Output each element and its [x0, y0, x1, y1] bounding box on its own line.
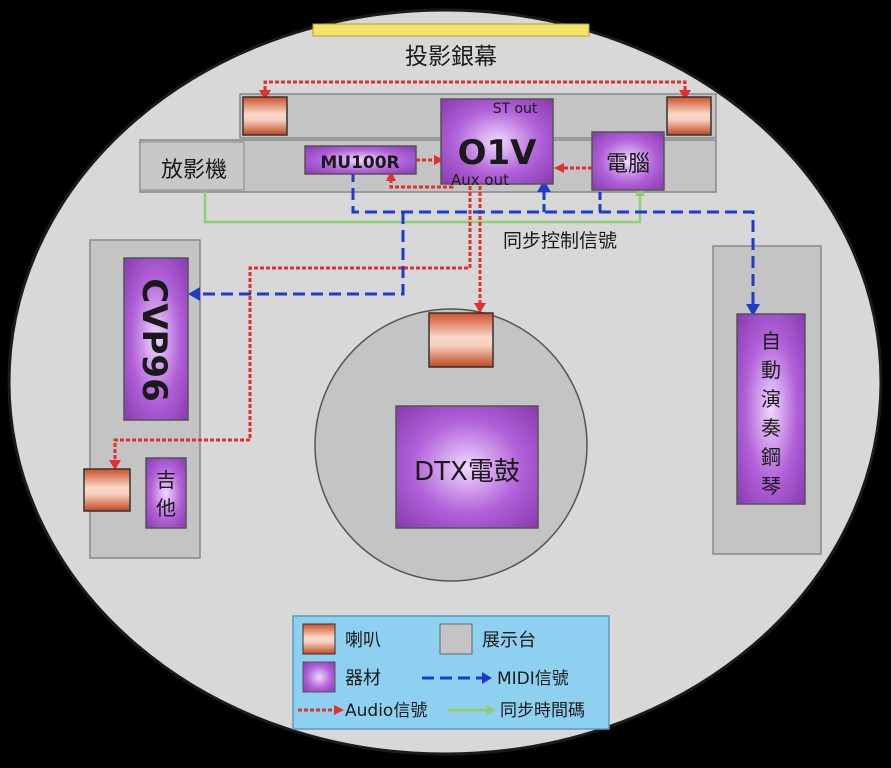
- midi-line-piano: [351, 170, 755, 308]
- aux-out-label: Aux out: [451, 171, 509, 189]
- mu100r-module: [304, 145, 417, 175]
- sync-signal-label: 同步控制信號: [503, 230, 617, 252]
- projection-screen: [312, 23, 590, 37]
- drum-label: DTX電鼓: [414, 457, 520, 487]
- guitar-label-char-1: 吉: [156, 468, 176, 492]
- audio-arrowhead-mu100r: [434, 155, 444, 165]
- legend-midi-label: MIDI信號: [497, 669, 569, 689]
- audio-line-left-speaker: [113, 186, 472, 465]
- legend-equipment-label: 器材: [345, 668, 381, 689]
- midi-arrowhead-o1v: [537, 180, 551, 192]
- speaker-top-right: [666, 96, 712, 136]
- legend-audio-label: Audio信號: [345, 701, 427, 721]
- computer-module: [591, 131, 665, 191]
- computer-label: 電腦: [606, 152, 650, 177]
- legend-speaker-swatch: [302, 623, 336, 655]
- midi-arrowhead-piano: [746, 304, 760, 316]
- audio-arrowhead-right-speaker: [679, 90, 691, 100]
- audio-arrowhead-left-floor-speaker: [109, 460, 121, 470]
- st-out-label: ST out: [493, 101, 538, 117]
- piano-label-char-3: 演: [761, 387, 781, 411]
- timecode-line: [203, 190, 642, 224]
- legend: 喇叭 展示台 器材 MIDI信號 Audio信號 同步時間碼: [292, 615, 610, 730]
- speaker-top-left: [242, 96, 288, 136]
- screen-label: 投影銀幕: [405, 44, 497, 70]
- audio-arrowhead-left-speaker: [259, 90, 271, 100]
- dtx-drum-module: [395, 405, 539, 529]
- audio-arrowhead-drum-speaker: [474, 303, 486, 313]
- audio-arrowhead-aux-return: [386, 171, 396, 181]
- projector-label: 放影機: [161, 158, 227, 183]
- piano-label-char-4: 奏: [761, 416, 781, 440]
- legend-timecode-label: 同步時間碼: [500, 701, 585, 721]
- guitar-label-char-2: 他: [156, 496, 176, 520]
- legend-equipment-swatch: [302, 661, 336, 693]
- audio-line-top-speakers: [263, 80, 687, 96]
- legend-stage-label: 展示台: [482, 630, 536, 651]
- piano-label-char-2: 動: [761, 358, 781, 382]
- legend-audio-arrowhead: [334, 705, 344, 715]
- piano-label-char-6: 琴: [761, 474, 781, 498]
- piano-label-char-5: 鋼: [761, 445, 781, 469]
- legend-midi-arrowhead: [482, 672, 492, 684]
- projector-box: [139, 141, 245, 191]
- legend-timecode-arrowhead: [486, 705, 496, 715]
- o1v-label: O1V: [458, 133, 538, 173]
- midi-line-cvp96: [196, 212, 405, 296]
- o1v-mixer: [440, 98, 554, 185]
- cvp96-module: [123, 257, 189, 421]
- speaker-left-floor: [83, 468, 131, 512]
- piano-label-char-1: 自: [761, 329, 781, 353]
- midi-arrowhead-cvp96: [188, 287, 200, 301]
- cvp96-label: CVP96: [134, 278, 174, 402]
- legend-stage-swatch: [439, 623, 473, 655]
- legend-speaker-label: 喇叭: [345, 630, 381, 651]
- audio-arrowhead-computer: [554, 163, 564, 173]
- auto-piano-module: [736, 313, 806, 505]
- speaker-drum: [428, 312, 494, 368]
- timecode-arrowhead: [635, 186, 645, 196]
- guitar-module: [145, 457, 187, 529]
- mu100r-label: MU100R: [320, 153, 399, 173]
